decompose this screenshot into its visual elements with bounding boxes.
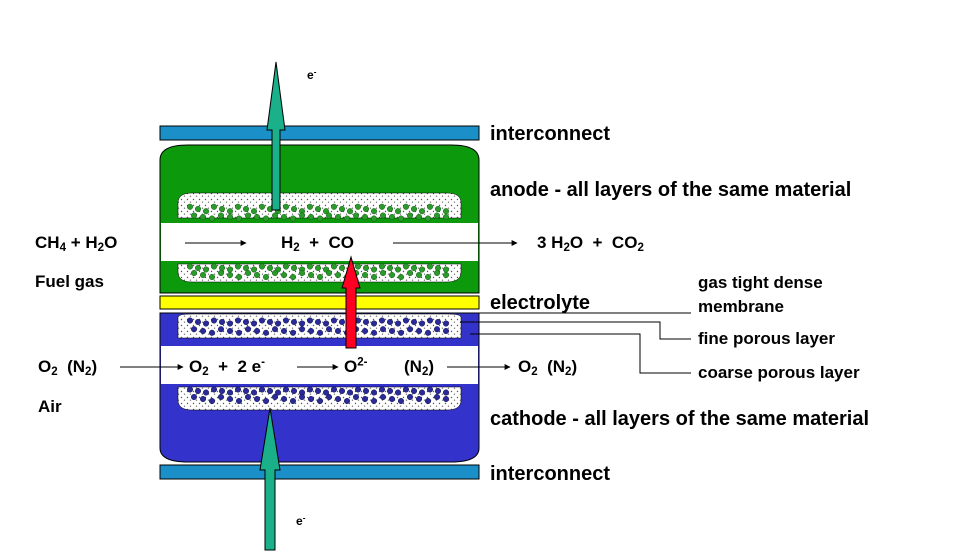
- interconnect-top: [159, 125, 480, 141]
- air-nitrogen-formula: (N2): [404, 357, 435, 378]
- electron-flow-arrow-icon: [259, 407, 281, 551]
- fine-porous-label: fine porous layer: [698, 329, 835, 348]
- electrolyte-layer: [159, 295, 480, 310]
- coarse-porous-label: coarse porous layer: [698, 363, 860, 382]
- fuel-gas-label: Fuel gas: [35, 272, 104, 291]
- interconnect-bottom: [159, 464, 480, 480]
- air-reduction-formula: O2 + 2 e-: [189, 356, 265, 378]
- fuel-product-formula: 3 H2O + CO2: [537, 233, 644, 254]
- air-channel: [161, 346, 478, 384]
- electron-label-top: e-: [307, 67, 317, 82]
- gas-tight-label-2: membrane: [698, 297, 784, 316]
- anode-particle-dots: [186, 203, 450, 281]
- air-label: Air: [38, 397, 62, 416]
- leader-fine-porous: [460, 321, 691, 340]
- fuel-intermediate-formula: H2 + CO: [281, 233, 355, 254]
- electron-flow-arrow-icon: [266, 61, 286, 211]
- leader-coarse-porous: [470, 333, 691, 374]
- electrolyte-label: electrolyte: [490, 292, 591, 314]
- fuel-reactant-formula: CH4 + H2O: [35, 233, 118, 254]
- interconnect-bottom-label: interconnect: [490, 463, 611, 485]
- oxide-ion-formula: O2-: [344, 356, 368, 376]
- oxide-ion-arrow-icon: [341, 255, 361, 349]
- air-reactant-formula: O2 (N2): [38, 357, 98, 378]
- gas-tight-label-1: gas tight dense: [698, 273, 823, 292]
- anode-label: anode - all layers of the same material: [490, 179, 852, 201]
- interconnect-top-label: interconnect: [490, 123, 611, 145]
- cathode-label: cathode - all layers of the same materia…: [490, 408, 870, 430]
- electron-label-bottom: e-: [296, 513, 306, 528]
- cathode-particle-dots: [186, 317, 450, 405]
- air-product-formula: O2 (N2): [518, 357, 578, 378]
- fuel-channel: [161, 223, 478, 261]
